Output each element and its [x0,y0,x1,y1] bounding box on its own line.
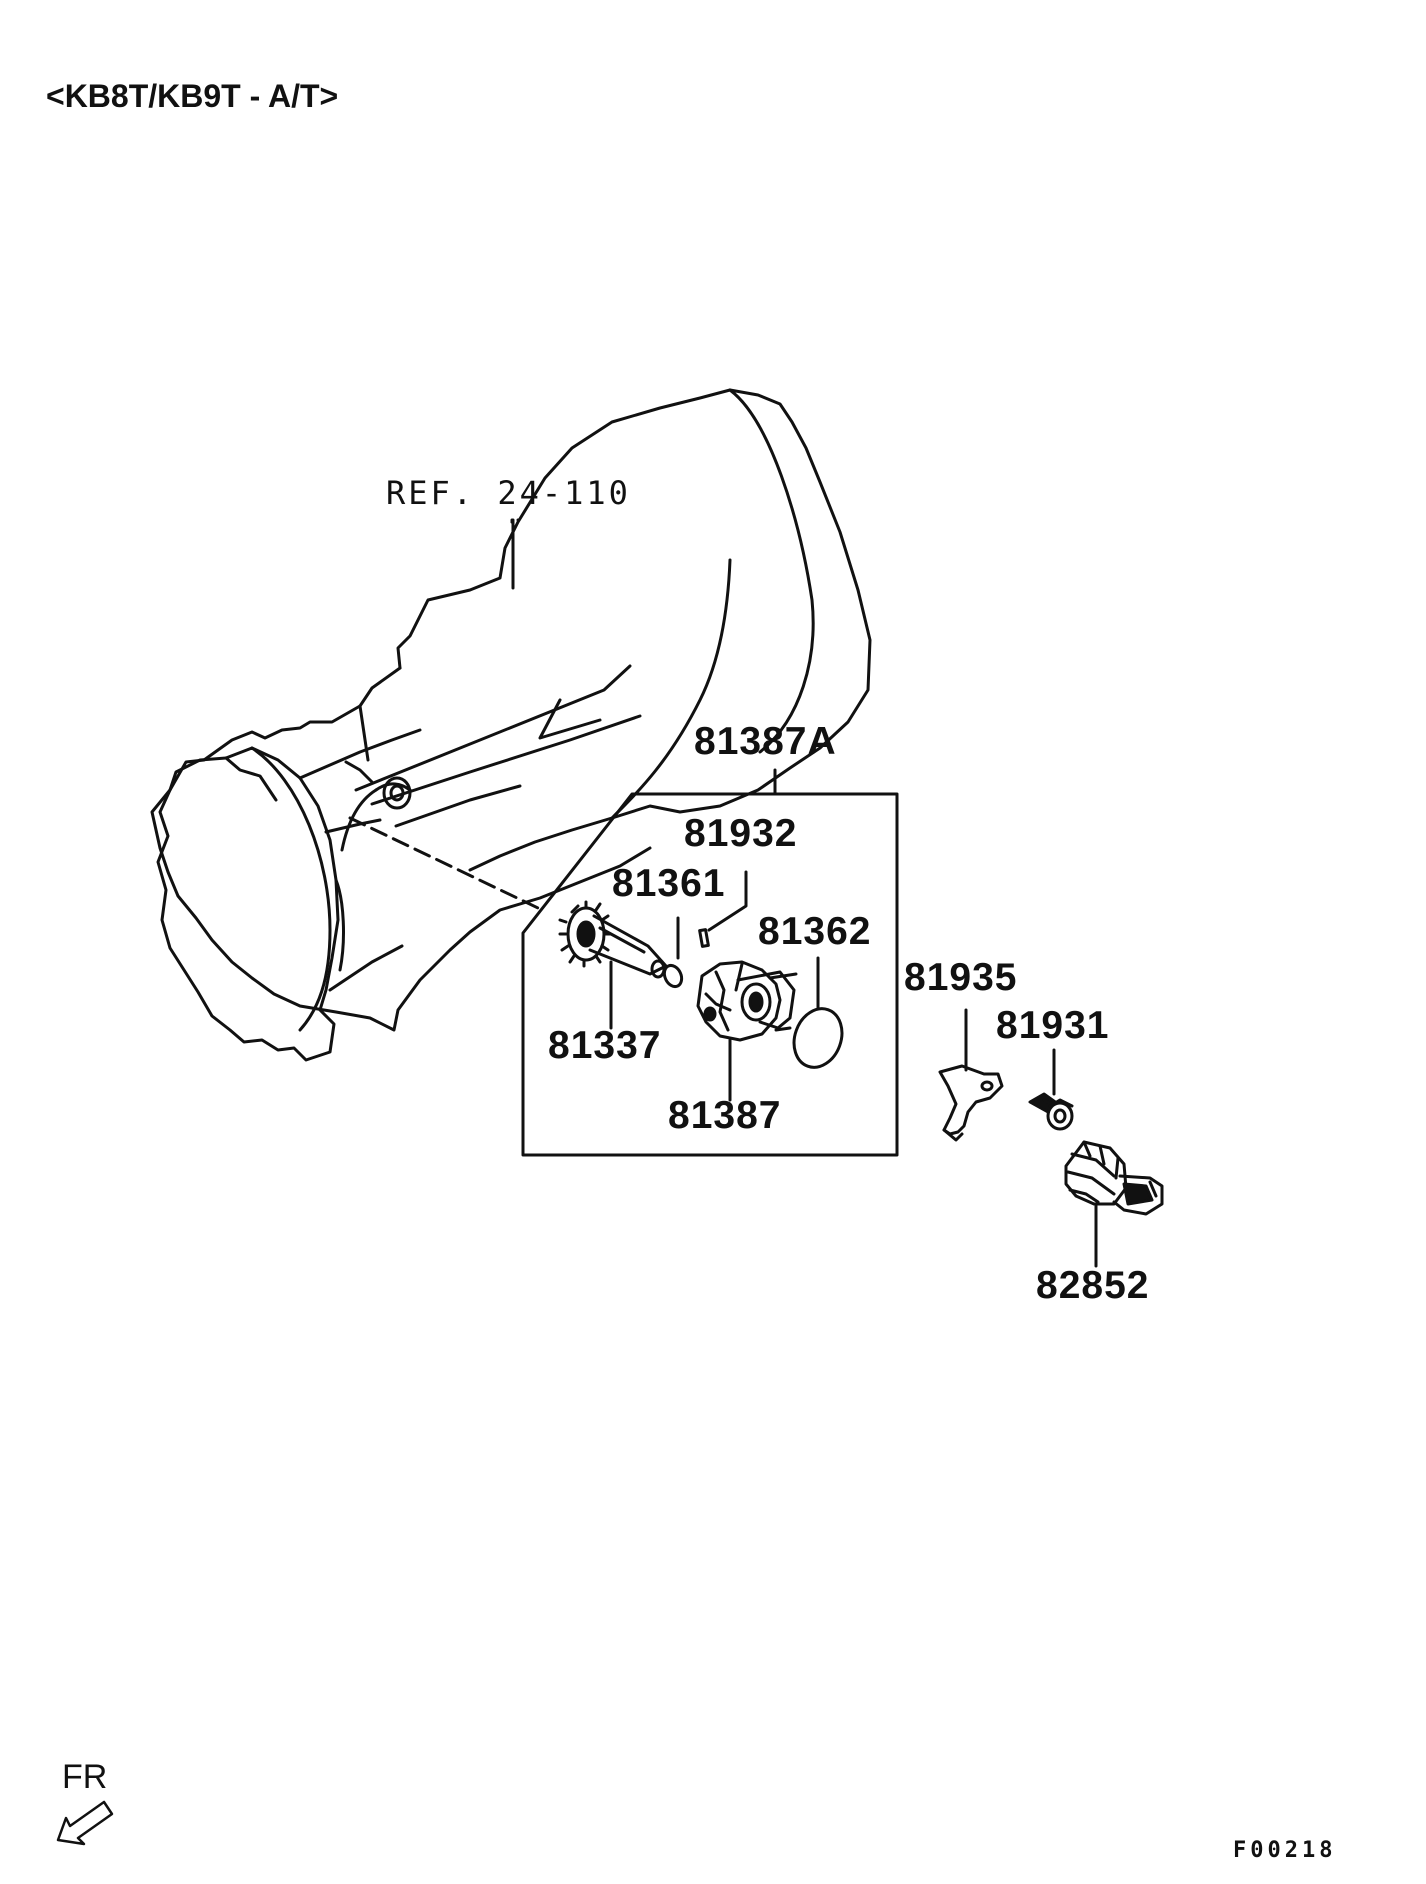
clamp-81935-drawing [938,1064,1004,1142]
reference-label: REF. 24-110 [386,474,631,512]
leader-81932 [707,870,748,932]
part-label-81387[interactable]: 81387 [668,1094,782,1137]
part-label-81387A[interactable]: 81387A [694,720,837,763]
transmission-assembly-drawing [150,388,872,1062]
kit-bracket-81387A [521,768,899,1157]
part-label-81337[interactable]: 81337 [548,1024,662,1067]
front-direction-arrow-icon [56,1800,114,1846]
bolt-81931-drawing [1028,1092,1074,1131]
part-label-81362[interactable]: 81362 [758,910,872,953]
orientation-label: FR [62,1758,108,1796]
pin-81932-drawing [698,928,710,948]
part-label-81361[interactable]: 81361 [612,862,726,905]
part-label-81932[interactable]: 81932 [684,812,798,855]
diagram-title: <KB8T/KB9T - A/T> [46,78,339,114]
part-label-82852[interactable]: 82852 [1036,1264,1150,1307]
o-ring-81362-drawing [792,1007,844,1069]
part-label-81931[interactable]: 81931 [996,1004,1110,1047]
driven-gear-81337-drawing [558,900,668,979]
o-ring-81361-drawing [662,963,684,989]
figure-code: F00218 [1233,1838,1337,1863]
part-label-81935[interactable]: 81935 [904,956,1018,999]
sleeve-81387-drawing [696,960,798,1042]
speed-sensor-82852-drawing [1064,1140,1164,1216]
